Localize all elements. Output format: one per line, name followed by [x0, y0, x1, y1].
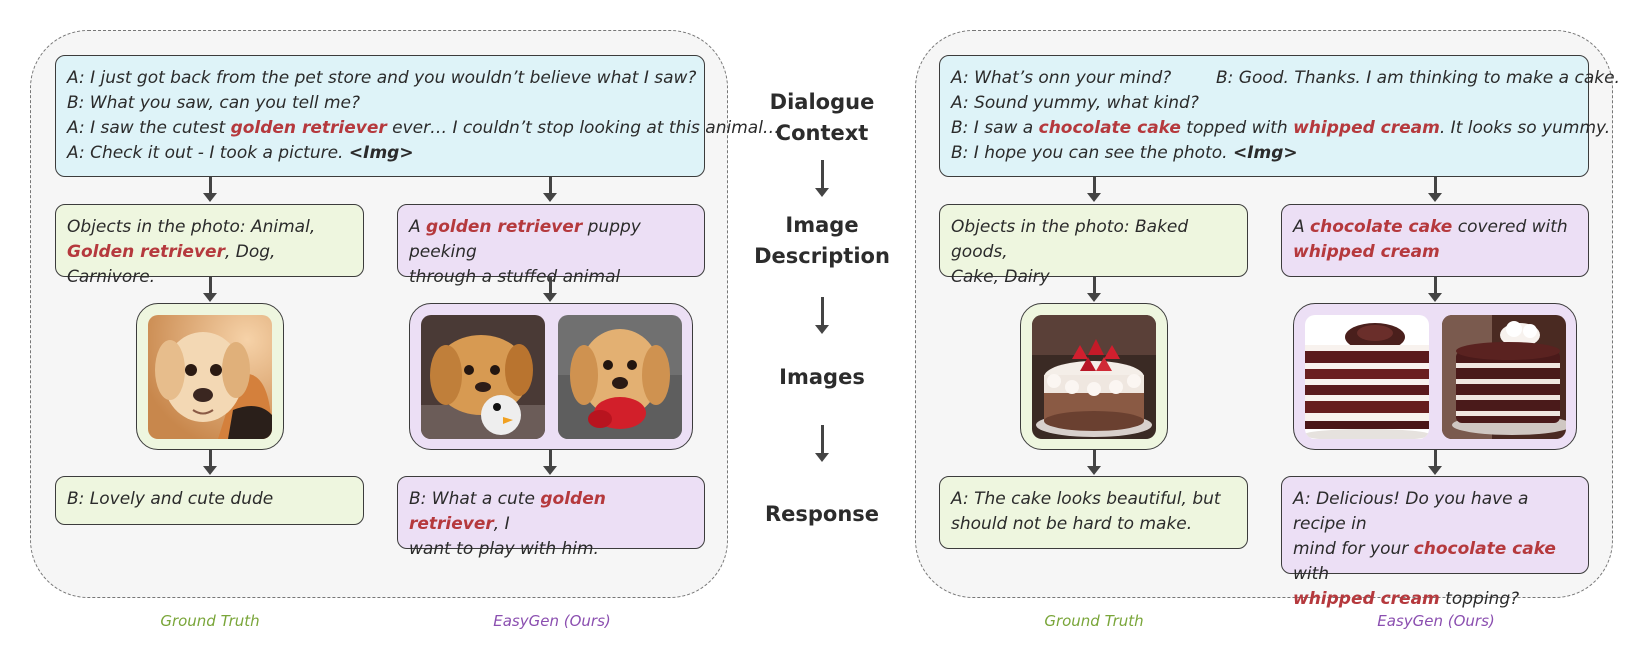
strawberry-cake-photo — [1032, 315, 1156, 439]
text-run: A: Check it out - I took a picture. — [67, 143, 349, 163]
text-run: ever… I couldn’t stop looking at this an… — [386, 118, 780, 138]
text-run: puppy peeking — [409, 217, 641, 262]
left-context-line-2: B: What you saw, can you tell me? — [67, 91, 693, 116]
text-run: A — [1293, 217, 1311, 237]
text-run: A — [409, 217, 427, 237]
text-run: want to play with him. — [409, 539, 599, 559]
right-ground-truth-image-frame — [1020, 303, 1168, 450]
text-run: through a stuffed animal — [409, 267, 621, 287]
text-run: covered with — [1452, 217, 1568, 237]
text-run: A: I just got back from the pet store an… — [67, 68, 697, 88]
text-run: topping? — [1439, 589, 1520, 609]
text-run: should not be hard to make. — [951, 514, 1193, 534]
highlighted-keyword: Golden retriever — [67, 242, 225, 262]
right-context-line-1: A: What’s onn your mind? B: Good. Thanks… — [951, 66, 1620, 91]
left-dialogue-context-box: A: I just got back from the pet store an… — [55, 55, 780, 177]
left-ours-description: A golden retriever puppy peeking through… — [397, 204, 705, 287]
right-ours-description: A chocolate cake covered with whipped cr… — [1281, 204, 1589, 277]
text-run: , I — [493, 514, 510, 534]
layer-cake-photo-1 — [1305, 315, 1429, 439]
text-run: with — [1293, 564, 1330, 584]
left-ground-truth-response: B: Lovely and cute dude — [55, 476, 364, 525]
text-run: topped with — [1180, 118, 1294, 138]
layer-cake-photo-2 — [1442, 315, 1566, 439]
right-ground-truth-response: A: The cake looks beautiful, but should … — [939, 476, 1248, 549]
right-context-line-3: B: I saw a chocolate cake topped with wh… — [951, 116, 1610, 141]
text-run: A: The cake looks beautiful, but — [951, 489, 1221, 509]
text-run: B: Good. Thanks. I am thinking to make a… — [1216, 68, 1620, 88]
highlighted-keyword: whipped cream — [1293, 242, 1440, 262]
left-context-line-3: A: I saw the cutest golden retriever eve… — [67, 116, 780, 141]
dog-photo — [148, 315, 272, 439]
stage-label-images: Images — [779, 365, 865, 389]
text-run: , Dog, Carnivore. — [67, 242, 276, 287]
text-run: Objects in the photo: Animal, — [67, 217, 316, 237]
highlighted-keyword: chocolate cake — [1413, 539, 1556, 559]
right-ours-image-frame — [1293, 303, 1577, 450]
right-ours-response: A: Delicious! Do you have a recipe in mi… — [1281, 476, 1589, 609]
text-run: A: Delicious! Do you have a recipe in — [1293, 489, 1529, 534]
right-ground-truth-caption: Ground Truth — [1044, 612, 1144, 630]
left-ground-truth-image-frame — [136, 303, 284, 450]
highlighted-keyword: chocolate cake — [1310, 217, 1453, 237]
left-ours-image-frame — [409, 303, 693, 450]
left-context-line-4: A: Check it out - I took a picture. <Img… — [67, 141, 693, 166]
right-ground-truth-description: Objects in the photo: Baked goods, Cake,… — [939, 204, 1248, 287]
text-run: A: I saw the cutest — [67, 118, 231, 138]
text-run: B: I saw a — [951, 118, 1039, 138]
left-ground-truth-caption: Ground Truth — [160, 612, 260, 630]
highlighted-keyword: golden retriever — [409, 489, 606, 534]
right-context-line-4: B: I hope you can see the photo. <Img> — [951, 141, 1577, 166]
text-run: . It looks so yummy. — [1439, 118, 1611, 138]
left-ours-response: B: What a cute golden retriever, I want … — [397, 476, 705, 559]
text-run: B: I hope you can see the photo. — [951, 143, 1233, 163]
highlighted-keyword: golden retriever — [230, 118, 387, 138]
text-run: B: What you saw, can you tell me? — [67, 93, 361, 113]
text-run: B: Lovely and cute dude — [67, 489, 274, 509]
highlighted-keyword: chocolate cake — [1038, 118, 1181, 138]
text-run: Cake, Dairy — [951, 267, 1050, 287]
text-run: mind for your — [1293, 539, 1414, 559]
highlighted-keyword: whipped cream — [1293, 118, 1440, 138]
highlighted-keyword: golden retriever — [426, 217, 583, 237]
highlighted-keyword: whipped cream — [1293, 589, 1440, 609]
dog-toy-photo — [558, 315, 682, 439]
right-ours-caption: EasyGen (Ours) — [1377, 612, 1495, 630]
left-ground-truth-description: Objects in the photo: Animal, Golden ret… — [55, 204, 364, 287]
left-context-line-1: A: I just got back from the pet store an… — [67, 66, 697, 91]
dog-plush-photo — [421, 315, 545, 439]
image-token: <Img> — [348, 143, 414, 163]
text-run: A: What’s onn your mind? — [951, 68, 1172, 88]
image-token: <Img> — [1232, 143, 1298, 163]
text-run: B: What a cute — [409, 489, 541, 509]
right-context-line-2: A: Sound yummy, what kind? — [951, 91, 1577, 116]
text-run: A: Sound yummy, what kind? — [951, 93, 1199, 113]
text-run: Objects in the photo: Baked goods, — [951, 217, 1189, 262]
stage-label-response: Response — [764, 502, 880, 526]
left-ours-caption: EasyGen (Ours) — [493, 612, 611, 630]
right-dialogue-context-box: A: What’s onn your mind? B: Good. Thanks… — [939, 55, 1620, 177]
